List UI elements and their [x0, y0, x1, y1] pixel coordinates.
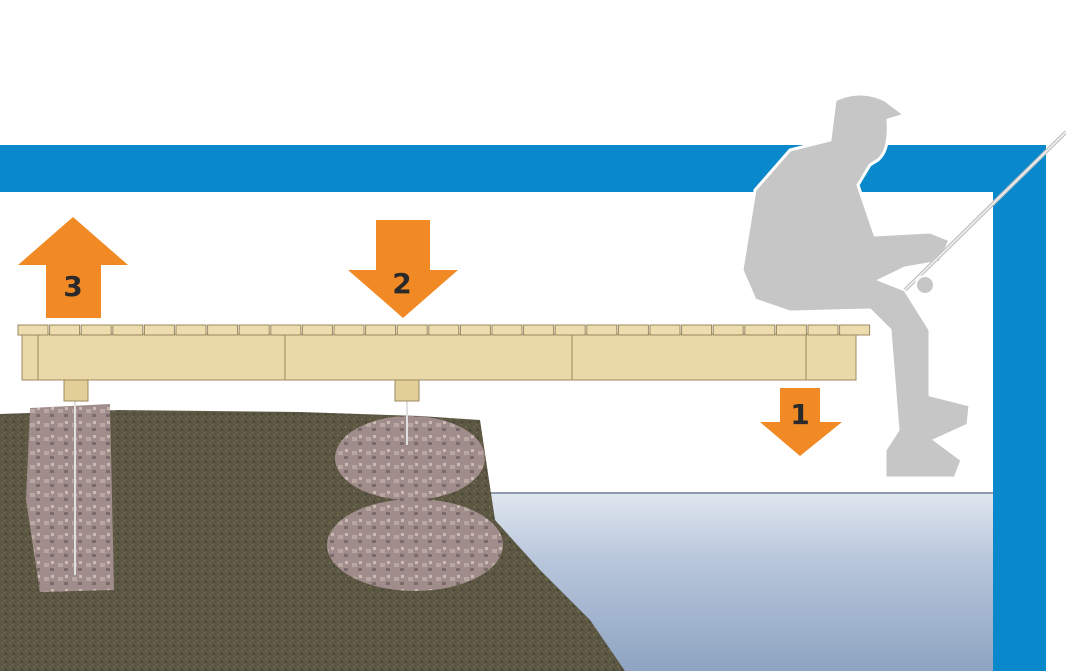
deck-board	[207, 324, 239, 336]
frame-top-bar	[0, 145, 1046, 192]
deck-board	[807, 324, 839, 336]
arrow-2-label: 2	[392, 267, 411, 300]
deck-board	[681, 324, 713, 336]
arrow-3-up: 3	[18, 217, 128, 318]
deck-board	[49, 324, 81, 336]
deck-board	[238, 324, 270, 336]
deck-board	[744, 324, 776, 336]
arrow-1-label: 1	[790, 398, 809, 431]
deck-board	[617, 324, 649, 336]
arrow-2-down: 2	[348, 220, 458, 318]
deck-board	[143, 324, 175, 336]
deck-board	[301, 324, 333, 336]
dock-beam	[21, 333, 857, 381]
arrow-1-down: 1	[760, 388, 842, 456]
deck-board	[523, 324, 555, 336]
deck-board	[175, 324, 207, 336]
concrete-footing-left	[26, 404, 114, 592]
deck-board	[459, 324, 491, 336]
deck-board	[365, 324, 397, 336]
deck-board	[649, 324, 681, 336]
fisherman-silhouette	[740, 92, 972, 480]
deck-board	[428, 324, 460, 336]
deck-boards	[17, 324, 871, 336]
deck-board	[491, 324, 523, 336]
deck-board	[333, 324, 365, 336]
deck-board	[839, 324, 871, 336]
deck-board	[270, 324, 302, 336]
deck-board	[112, 324, 144, 336]
deck-board	[80, 324, 112, 336]
post-middle	[394, 378, 420, 402]
boulder-upper	[335, 416, 485, 500]
post-left	[63, 378, 89, 402]
frame-right-bar	[993, 145, 1046, 671]
deck-board	[775, 324, 807, 336]
deck-board	[396, 324, 428, 336]
fishing-reel	[915, 275, 935, 295]
deck-board	[17, 324, 49, 336]
deck-board	[586, 324, 618, 336]
boulder-lower	[327, 499, 503, 591]
deck-board	[554, 324, 586, 336]
deck-board	[712, 324, 744, 336]
arrow-3-label: 3	[63, 270, 82, 303]
